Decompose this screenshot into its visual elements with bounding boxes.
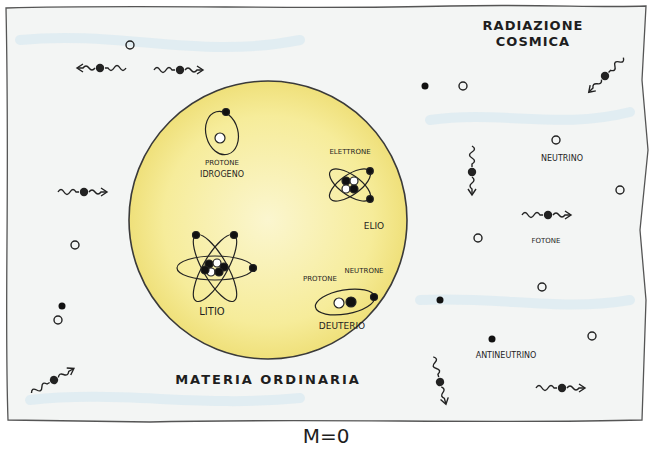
neutrino-symbol [588,332,596,340]
antineutrino-symbol [489,336,496,343]
neutrino-symbol [538,283,546,291]
label-slot: LITIO [152,306,272,317]
particle-label: PROTONE [162,160,282,168]
particle-label: ANTINEUTRINO [446,352,566,361]
matter-fill [129,81,407,359]
lithium-atom [177,256,253,280]
helium-atom [350,185,358,193]
photon-symbols [77,64,126,72]
deuterium-atom [371,294,378,301]
label-slot: ANTINEUTRINO [446,352,566,361]
deuterium-atom [313,285,377,319]
neutrino-symbol [459,82,467,90]
hydrogen-atom [223,109,230,116]
label-slot: PROTONE [162,160,282,168]
lithium-atom [193,232,200,239]
paper-frame [6,5,648,422]
neutrino-symbol [552,136,560,144]
label-slot: NEUTRINO [502,155,622,164]
photon-symbols [586,55,627,96]
antineutrino-symbol [422,83,429,90]
caption: M=0 [246,425,406,447]
deuterium-atom [313,285,376,319]
photon-symbols [522,211,571,219]
helium-atom [325,163,376,207]
neutrino-symbol [126,41,134,49]
deuterium-atom [346,297,356,307]
circle-outline [129,81,407,359]
label-slot: PROTONE [260,276,380,284]
atom-name: DEUTERIO [282,322,402,332]
antineutrino-symbol [59,83,496,343]
lithium-atom [177,229,257,307]
neutrino-symbol [474,234,482,242]
neutrino-symbol [616,186,624,194]
neutrino-symbol [54,41,624,340]
region-label: MATERIA ORDINARIA [128,372,408,388]
cosmic-region: MATERIA ORDINARIA RADIAZIONE COSMICA [4,4,648,420]
label-slot: ELETTRONE [290,149,410,157]
photon-symbols [29,365,76,397]
photon-symbols [429,356,450,406]
photon-symbols [29,55,626,406]
particle-label: NEUTRINO [502,155,622,164]
antineutrino-symbol [437,297,444,304]
atom-name: IDROGENO [162,171,282,180]
antineutrino-symbol [59,303,66,310]
photon-symbols [154,66,203,74]
neutrino-symbol [71,241,79,249]
photon-symbols [58,188,107,196]
particle-label: NEUTRONE [304,268,424,276]
helium-atom [350,177,358,185]
atom-name: ELIO [314,222,434,232]
blue-wash [20,38,630,401]
helium-atom [342,185,350,193]
label-slot: NEUTRONE [304,268,424,276]
circle-outline [128,80,408,396]
text-slot: MATERIA ORDINARIA [128,372,408,388]
lithium-atom [186,229,245,307]
matter-circle: MATERIA ORDINARIA [128,80,408,396]
particle-label: PROTONE [260,276,380,284]
helium-atom [367,196,374,203]
lithium-atom [201,266,209,274]
lithium-atom [250,265,257,272]
neutrino-symbol [54,316,62,324]
helium-atom [367,168,374,175]
label-slot: ELIO [314,222,434,232]
lithium-atom [186,229,245,307]
helium-atom [325,163,376,207]
label-slot: DEUTERIO [282,322,402,332]
atom-name: LITIO [152,306,272,317]
label-slot: IDROGENO [162,171,282,180]
particle-label: ELETTRONE [290,149,410,157]
helium-atom [325,163,376,207]
label-slot: FOTONE [486,238,606,246]
caption-slot: M=0 [246,425,406,447]
lithium-atom [231,232,238,239]
lithium-atom [215,268,223,276]
particle-label: FOTONE [486,238,606,246]
helium-atom [342,177,350,185]
text-slot: RADIAZIONE COSMICA [468,18,598,49]
region-title: RADIAZIONE COSMICA [468,18,598,49]
hydrogen-atom [201,108,243,159]
hydrogen-atom [215,133,225,143]
photon-symbols [536,384,585,392]
photon-symbols [468,146,476,195]
deuterium-atom [334,298,344,308]
hydrogen-atom [201,108,243,159]
